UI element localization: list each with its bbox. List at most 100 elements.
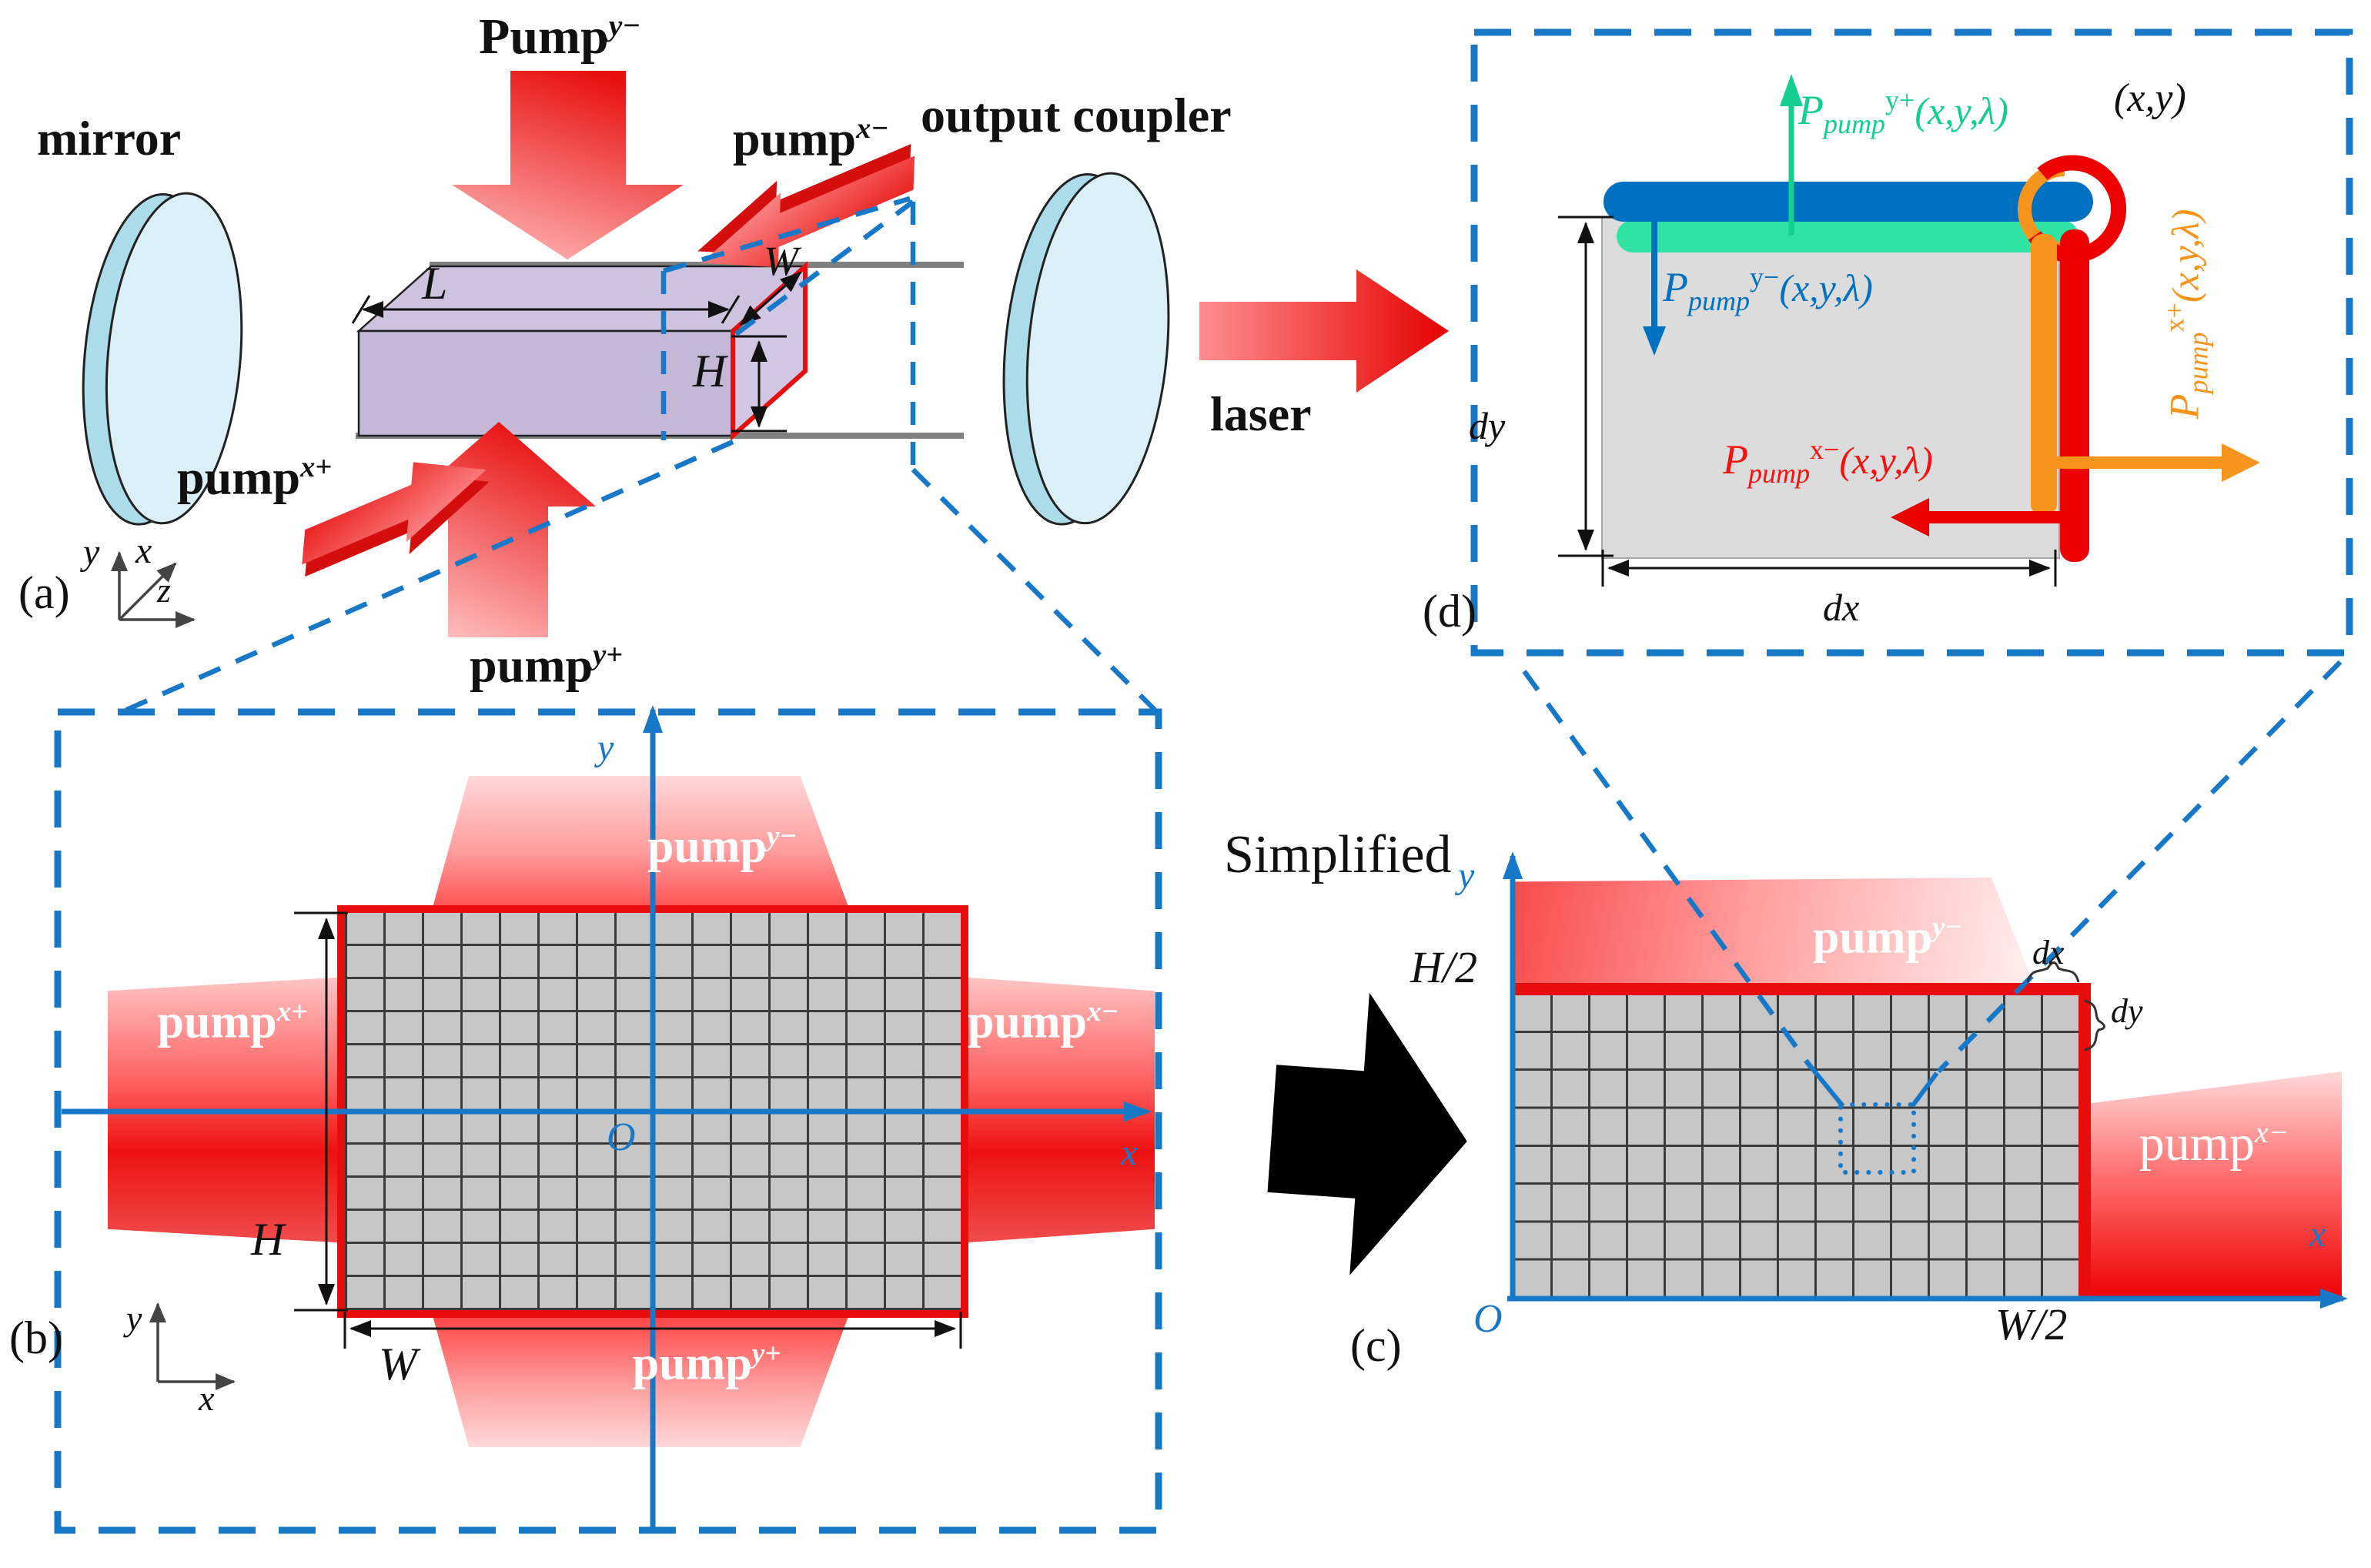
- origin-label-c: O: [1473, 1297, 1503, 1341]
- laser-arrow: [1199, 269, 1449, 393]
- panel-c-tag: (c): [1350, 1320, 1402, 1371]
- pump-x-plus-label-b: pumpx+: [158, 998, 308, 1046]
- panel-a-art: [82, 71, 1449, 637]
- dim-L: [351, 295, 741, 324]
- pump-label-text: pump: [647, 820, 767, 873]
- pump-beam-right-c: [2091, 1072, 2342, 1299]
- pump-label-text: pump: [1812, 911, 1933, 964]
- corner-point: [2047, 182, 2085, 221]
- pump-y-plus-label-b: pumpy+: [633, 1339, 781, 1388]
- red-bar: [2060, 229, 2089, 562]
- panel-d-art: [1558, 74, 2260, 587]
- dy-label-c: dy: [2111, 992, 2143, 1030]
- pump-label-text: pump: [177, 450, 301, 505]
- pump-y-plus-label-a: pumpy+: [470, 640, 623, 690]
- dim-W-b: [343, 1312, 962, 1349]
- pump-label-sup: y+: [593, 639, 624, 671]
- axis-y-label-b: y: [597, 727, 614, 768]
- pump-label-sup: y+: [751, 1338, 781, 1369]
- p-sup: x+: [2159, 303, 2190, 333]
- pump-y-minus-label-c: pumpy−: [1813, 913, 1962, 961]
- funnel-right: [1910, 1072, 1939, 1108]
- panel-d-tag: (d): [1423, 586, 1476, 637]
- pump-beam-top-c: [1513, 878, 2033, 983]
- pump-arrow-x-plus: [302, 462, 490, 577]
- pump-label-sup: x+: [300, 451, 333, 483]
- mini-axes-b: [149, 1302, 236, 1390]
- simplified-label: Simplified: [1224, 825, 1452, 884]
- pump-label-sup: x−: [856, 112, 889, 145]
- p-pump-x-plus-term: Ppumpx+(x,y,λ): [2159, 209, 2214, 420]
- output-coupler-label: output coupler: [921, 88, 1232, 142]
- pump-label-sup: y−: [608, 8, 641, 42]
- braces-c: [2026, 961, 2105, 1051]
- half-width-label: W/2: [1995, 1299, 2068, 1349]
- axis-x-label-c: x: [2309, 1214, 2326, 1255]
- pump-y-minus-label-a: Pumpy−: [479, 8, 641, 65]
- panel-d-dashed-border: [1470, 28, 2353, 657]
- blue-arrow-y-minus: [1643, 222, 1666, 356]
- p-pump-y-plus-term: Ppumpy+(x,y,λ): [1798, 86, 2008, 138]
- pump-beam-top-b: [431, 776, 851, 913]
- dim-dy: [1558, 216, 1614, 557]
- origin-label-b: O: [607, 1115, 636, 1159]
- orange-arrow-x-plus: [2057, 443, 2260, 482]
- pump-arrow-y-minus: [452, 71, 684, 259]
- pump-label-sup: x−: [1086, 996, 1119, 1028]
- axis-z-label-a: z: [157, 570, 171, 610]
- funnel-left: [1807, 1063, 1845, 1108]
- unit-cell-marker: [1838, 1102, 1916, 1175]
- pump-label-text: pump: [157, 995, 277, 1048]
- p-args: (x,y,λ): [1779, 266, 1873, 309]
- p-sup: y+: [1885, 85, 1915, 115]
- blue-strip: [1604, 182, 2093, 222]
- pump-label-text: Pump: [479, 8, 609, 65]
- panel-c-art: [1503, 851, 2348, 1309]
- pump-label-sup: y−: [1932, 911, 1963, 943]
- dx-label-d: dx: [1823, 586, 1860, 629]
- panel-a-tag: (a): [18, 567, 70, 618]
- pump-x-plus-label-a: pumpx+: [177, 453, 332, 502]
- pump-x-minus-label-c: pumpx−: [2139, 1115, 2289, 1172]
- mirror-label: mirror: [37, 111, 182, 165]
- half-height-label: H/2: [1410, 942, 1477, 992]
- p-symbol: P: [2161, 393, 2208, 420]
- pump-label-text: pump: [632, 1337, 752, 1390]
- dx-label-c: dx: [2032, 934, 2065, 971]
- red-arrow-x-minus: [1891, 498, 2085, 537]
- pump-label-text: pump: [967, 995, 1087, 1048]
- panel-b-tag: (b): [9, 1312, 63, 1363]
- p-sub: pump: [2182, 332, 2214, 394]
- dim-L-label: L: [422, 258, 448, 309]
- p-symbol: P: [1798, 87, 1824, 133]
- simplified-arrow: [1267, 992, 1467, 1275]
- mini-axis-x-label-b: x: [199, 1379, 215, 1418]
- green-arrow-y-plus: [1780, 74, 1803, 236]
- panel-b-dashed-border: [54, 708, 1162, 1534]
- dim-W-label: W: [764, 238, 798, 284]
- pump-label-text: pump: [733, 111, 857, 166]
- green-strip: [1617, 220, 2078, 252]
- p-args: (x,y,λ): [1915, 89, 2008, 132]
- pump-x-minus-label-a: pumpx−: [733, 114, 889, 163]
- pump-label-sup: x+: [276, 996, 308, 1028]
- dim-H: [731, 335, 787, 433]
- axis-y-label-a: y: [83, 532, 100, 573]
- point-xy-label: (x,y): [2114, 76, 2186, 120]
- pump-label-text: pump: [470, 637, 594, 693]
- p-symbol: P: [1663, 264, 1688, 310]
- dy-label-d: dy: [1469, 404, 1506, 447]
- pump-x-minus-label-b: pumpx−: [968, 998, 1119, 1046]
- pump-label-text: pump: [2139, 1115, 2256, 1172]
- mini-axis-y-label-b: y: [126, 1299, 142, 1338]
- laser-label: laser: [1210, 386, 1312, 441]
- p-sup: y−: [1750, 262, 1780, 293]
- p-sub: pump: [1824, 108, 1885, 139]
- p-sub: pump: [1688, 285, 1750, 316]
- orange-bar: [2031, 234, 2057, 516]
- dim-H-b: [294, 911, 348, 1312]
- dim-H-label: H: [693, 346, 727, 396]
- axes-xyz: [111, 551, 196, 628]
